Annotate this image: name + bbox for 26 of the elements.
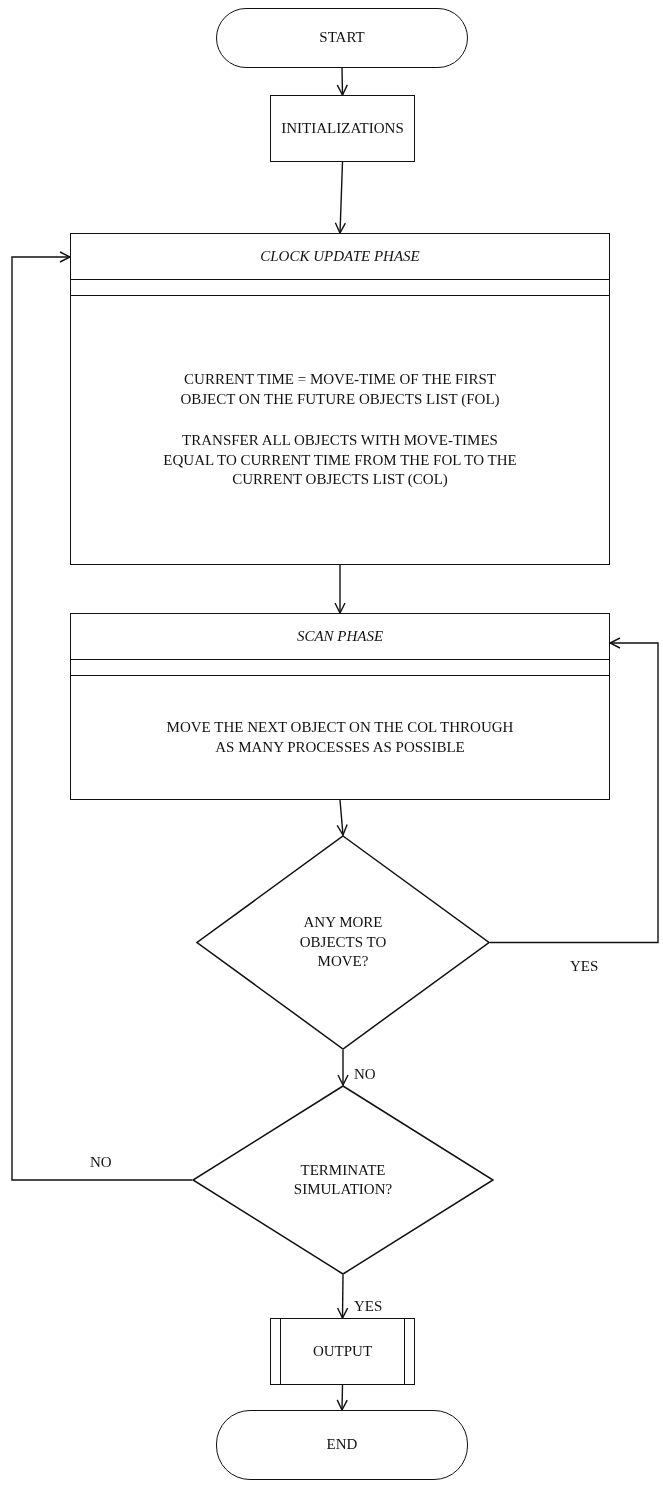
phase-box — [70, 613, 610, 800]
arrow — [489, 637, 659, 944]
node-text: OUTPUT — [312, 1341, 373, 1361]
node-text: ANY MORE OBJECTS TO MOVE? — [298, 913, 388, 972]
arrow — [336, 1384, 348, 1411]
phase-box — [70, 233, 610, 565]
phase-title: CLOCK UPDATE PHASE — [260, 246, 420, 266]
process-box — [270, 95, 415, 162]
arrow — [337, 1049, 349, 1086]
terminal-label: START — [319, 28, 365, 48]
predefined-process-box — [270, 1318, 415, 1385]
process-text: MOVE THE NEXT OBJECT ON THE COL THROUGH AS MANY PROCESSES AS POSSIBLE — [165, 718, 515, 757]
arrow — [336, 1274, 349, 1319]
arrow — [336, 67, 348, 96]
arrow — [336, 799, 348, 836]
process-text: TRANSFER ALL OBJECTS WITH MOVE-TIMES EQUAL TO CURRENT TIME FROM THE FOL TO THE CURRENT OBJECTS LIST (COL) — [162, 431, 518, 490]
decision-diamond — [196, 835, 490, 1050]
arrow — [11, 251, 193, 1181]
phase-title: SCAN PHASE — [296, 626, 384, 646]
process-text: CURRENT TIME = MOVE-TIME OF THE FIRST OBJECT ON THE FUTURE OBJECTS LIST (FOL) — [179, 370, 501, 409]
terminal-label: END — [326, 1435, 358, 1455]
node-text: TERMINATE SIMULATION? — [292, 1160, 394, 1199]
arrow — [334, 564, 346, 614]
decision-diamond — [192, 1085, 494, 1275]
arrow — [334, 161, 347, 234]
node-text: INITIALIZATIONS — [281, 118, 404, 138]
